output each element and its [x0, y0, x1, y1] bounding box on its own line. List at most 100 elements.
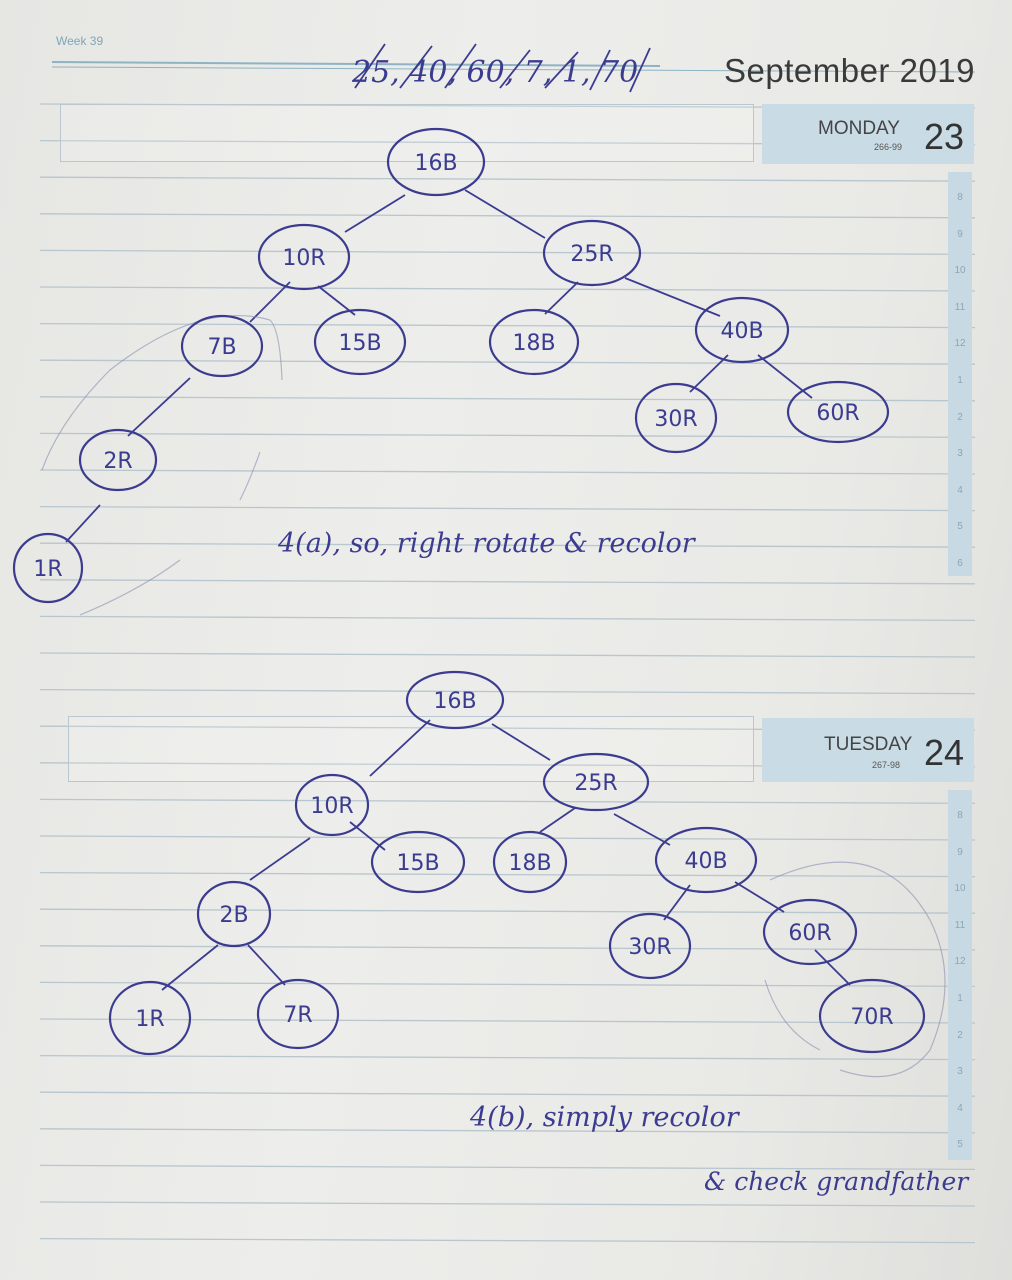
hour-label: 11 [954, 919, 966, 931]
hour-label: 8 [957, 192, 963, 203]
hour-label: 8 [957, 810, 963, 821]
hour-label: 6 [957, 558, 963, 569]
day-name: MONDAY [818, 118, 900, 139]
tree-a-node-10R: 10R [257, 223, 351, 291]
hour-label: 5 [957, 1139, 963, 1151]
node-label: 7R [283, 1003, 312, 1028]
hour-label: 4 [957, 1102, 963, 1114]
hour-label: 9 [957, 846, 963, 858]
tree-a-node-16B: 16B [386, 127, 486, 197]
ruled-line [39, 396, 976, 402]
ruled-line [39, 469, 976, 475]
tree-b-node-15B: 15B [370, 830, 466, 894]
tree-a-edges [65, 189, 813, 543]
hour-label: 3 [957, 448, 963, 460]
ruled-line [39, 908, 976, 914]
tree-a: 16B 10R 25R 7B 15B 18B 40B 2R 30R 60R 1R [12, 127, 890, 616]
tree-b: 16B 10R 25R 15B 18B 40B 2B 30R 60R 1R 7R… [108, 670, 946, 1078]
node-label: 25R [570, 242, 613, 267]
ruled-line [39, 1164, 976, 1171]
tree-b-node-40B: 40B [654, 826, 758, 894]
node-label: 10R [310, 794, 353, 819]
strike-marks [354, 43, 651, 93]
node-label: 10R [282, 246, 325, 271]
tree-b-node-2B: 2B [196, 880, 272, 948]
node-label: 60R [816, 401, 859, 426]
ruled-line [39, 1091, 976, 1097]
node-label: 40B [684, 849, 727, 874]
crossed-out-list: 25, 40, 60, 7, 1, 70 [351, 55, 638, 90]
hour-label: 1 [957, 993, 963, 1004]
tree-a-node-40B: 40B [694, 296, 790, 364]
node-label: 16B [414, 151, 457, 176]
node-label: 7B [207, 335, 236, 360]
tree-a-node-7B: 7B [180, 314, 264, 378]
day-header-monday: MONDAY 23 266-99 [762, 104, 974, 164]
month-year-heading: September 2019 [724, 52, 976, 89]
tree-a-node-2R: 2R [78, 428, 158, 492]
ruled-line [39, 432, 976, 439]
ruled-line [39, 1201, 976, 1207]
hour-label: 5 [957, 521, 963, 533]
node-label: 1R [135, 1007, 164, 1032]
tree-a-node-25R: 25R [542, 219, 642, 287]
ruled-line [39, 286, 976, 292]
tree-b-node-16B: 16B [405, 670, 505, 730]
ruled-line [39, 542, 976, 548]
node-label: 60R [788, 921, 831, 946]
ruled-line [39, 615, 976, 622]
hour-label: 11 [954, 301, 966, 313]
tree-b-node-10R: 10R [294, 773, 370, 837]
ruled-line [39, 688, 976, 695]
tree-a-node-15B: 15B [313, 308, 407, 376]
week-label: Week 39 [56, 34, 104, 48]
hour-label: 1 [957, 375, 963, 386]
tree-b-node-7R: 7R [256, 978, 340, 1050]
node-label: 18B [512, 331, 555, 356]
tree-a-node-1R: 1R [12, 532, 84, 604]
day-name: TUESDAY [824, 734, 913, 755]
hour-label: 10 [954, 265, 966, 277]
hour-label: 12 [954, 956, 966, 968]
hour-label: 12 [954, 338, 966, 350]
node-label: 1R [33, 557, 62, 582]
tree-a-node-60R: 60R [786, 380, 890, 444]
hour-label: 2 [957, 1029, 963, 1041]
node-label: 30R [654, 407, 697, 432]
date-box-tuesday [68, 716, 754, 782]
ruled-line [39, 945, 976, 951]
tree-b-node-1R: 1R [108, 980, 192, 1056]
tree-a-extra-curves [41, 314, 283, 616]
date-box-monday [60, 104, 754, 162]
note-4a: 4(a), so, right rotate & recolor [277, 528, 697, 559]
day-number: 23 [924, 116, 965, 157]
tree-a-node-30R: 30R [634, 382, 718, 454]
day-header-tuesday: TUESDAY 24 267-98 [762, 718, 974, 782]
tree-b-node-70R: 70R [818, 978, 926, 1054]
ruled-line [39, 249, 976, 256]
hour-label: 3 [957, 1066, 963, 1078]
hour-label: 10 [954, 883, 966, 895]
node-label: 25R [574, 771, 617, 796]
day-code: 267-98 [872, 760, 901, 770]
ruled-line [39, 798, 976, 805]
ruled-line [39, 176, 976, 182]
ruled-line [39, 1018, 976, 1024]
node-label: 18B [508, 851, 551, 876]
ruled-line [39, 1128, 976, 1134]
day-code: 266-99 [874, 142, 903, 152]
tree-b-node-18B: 18B [492, 830, 568, 894]
day-number: 24 [924, 732, 965, 773]
node-label: 40B [720, 319, 763, 344]
ruled-line [39, 981, 976, 988]
ruled-line [39, 505, 976, 512]
node-label: 2B [219, 903, 248, 928]
node-label: 2R [103, 449, 132, 474]
hour-label: 9 [957, 228, 963, 240]
tree-b-node-60R: 60R [762, 898, 858, 966]
